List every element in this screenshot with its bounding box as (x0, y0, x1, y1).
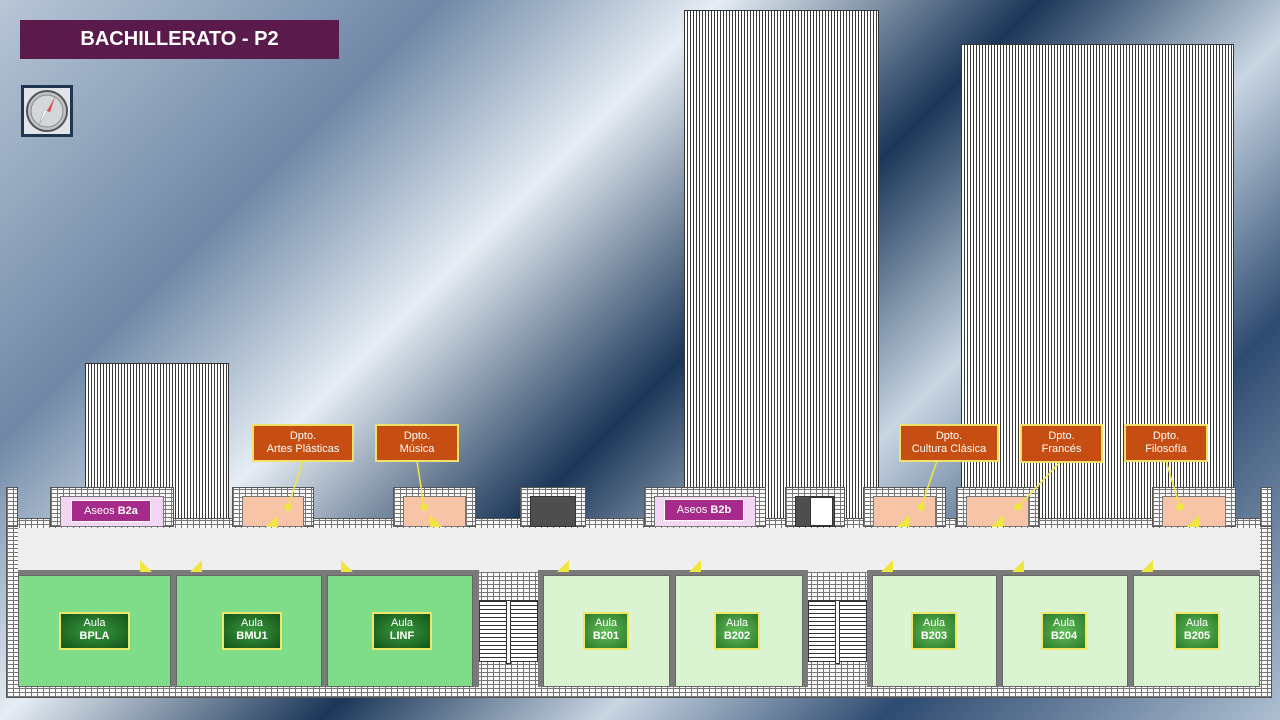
dept-artes-plasticas-label[interactable]: Dpto. Artes Plásticas (252, 424, 354, 462)
aula-b205-label[interactable]: Aula B205 (1174, 612, 1220, 650)
dept-frances-label[interactable]: Dpto. Francés (1020, 424, 1103, 463)
door-marker-icon (430, 515, 442, 527)
dept-label-name: Filosofía (1145, 443, 1187, 455)
dept-label-name: Artes Plásticas (266, 443, 340, 455)
room-divider (538, 570, 808, 575)
aula-b202-label[interactable]: Aula B202 (714, 612, 760, 650)
door-marker-icon (881, 560, 893, 572)
room-divider (867, 570, 1260, 575)
door-marker-icon (991, 515, 1003, 527)
dept-musica-label[interactable]: Dpto. Música (375, 424, 459, 462)
aula-label-code: B201 (592, 630, 620, 642)
storage-room (530, 496, 576, 527)
dept-label-line1: Dpto. (403, 430, 431, 442)
room-divider (171, 570, 176, 687)
aula-label-line1: Aula (83, 617, 106, 629)
aula-label-line1: Aula (922, 617, 946, 629)
compass-button[interactable] (21, 85, 73, 137)
aula-b201-label[interactable]: Aula B201 (583, 612, 629, 650)
aula-label-line1: Aula (1185, 617, 1209, 629)
dept-label-name: Música (399, 443, 435, 455)
aula-label-code: BPLA (79, 630, 110, 642)
aula-bmu1-label[interactable]: Aula BMU1 (222, 612, 282, 650)
wall-right-end (1260, 487, 1272, 527)
room-divider (322, 570, 327, 687)
dept-label-line1: Dpto. (935, 430, 963, 442)
aula-b204-label[interactable]: Aula B204 (1041, 612, 1087, 650)
tower-center (684, 10, 879, 523)
door-marker-icon (689, 560, 701, 572)
door-marker-icon (1141, 560, 1153, 572)
aseos-b2a-label[interactable]: Aseos B2a (71, 500, 151, 522)
door-marker-icon (557, 560, 569, 572)
door-marker-icon (190, 560, 202, 572)
aula-b203-label[interactable]: Aula B203 (911, 612, 957, 650)
room-divider (670, 570, 675, 687)
aseos-b2b-code: B2b (710, 504, 732, 516)
dept-cultura-clasica-label[interactable]: Dpto. Cultura Clásica (899, 424, 999, 462)
aula-bpla-label[interactable]: Aula BPLA (59, 612, 130, 650)
aula-label-line1: Aula (725, 617, 749, 629)
page-title: BACHILLERATO - P2 (20, 20, 339, 59)
aula-label-code: B203 (920, 630, 948, 642)
corridor (18, 528, 1260, 572)
dept-filosofia-label[interactable]: Dpto. Filosofía (1124, 424, 1208, 462)
door-marker-icon (1012, 560, 1024, 572)
dept-label-line1: Dpto. (1048, 430, 1075, 442)
door-marker-icon (266, 515, 278, 527)
door-marker-icon (1187, 515, 1199, 527)
dept-label-name: Francés (1041, 443, 1082, 455)
room-divider (1128, 570, 1133, 687)
aula-label-line1: Aula (1052, 617, 1076, 629)
stairs-left-rail (506, 600, 511, 664)
aula-label-line1: Aula (594, 617, 618, 629)
aula-label-line1: Aula (240, 617, 264, 629)
dept-label-line1: Dpto. (289, 430, 317, 442)
room-divider (18, 570, 479, 575)
aseos-b2a-code: B2a (117, 505, 138, 517)
room-divider (803, 570, 808, 687)
door-marker-icon (341, 560, 353, 572)
aula-label-code: LINF (389, 630, 415, 642)
aula-linf-label[interactable]: Aula LINF (372, 612, 432, 650)
room-divider (473, 570, 479, 687)
room-divider (867, 570, 872, 687)
door-marker-icon (897, 515, 909, 527)
room-divider (997, 570, 1002, 687)
aula-label-code: BMU1 (236, 630, 268, 642)
room-divider (538, 570, 543, 687)
aseos-b2b-label[interactable]: Aseos B2b (664, 499, 744, 521)
aula-label-code: B202 (723, 630, 751, 642)
aseos-b2a-prefix: Aseos (84, 505, 115, 517)
aula-label-code: B205 (1183, 630, 1211, 642)
aula-label-line1: Aula (390, 617, 414, 629)
compass-icon (24, 88, 70, 134)
aula-label-code: B204 (1050, 630, 1078, 642)
dept-label-line1: Dpto. (1152, 430, 1180, 442)
wall-left-end (6, 487, 18, 527)
elevator[interactable] (810, 497, 833, 526)
stairs-right-rail (835, 600, 840, 664)
aseos-b2b-prefix: Aseos (676, 504, 708, 516)
door-marker-icon (140, 560, 152, 572)
dept-label-name: Cultura Clásica (911, 443, 987, 455)
